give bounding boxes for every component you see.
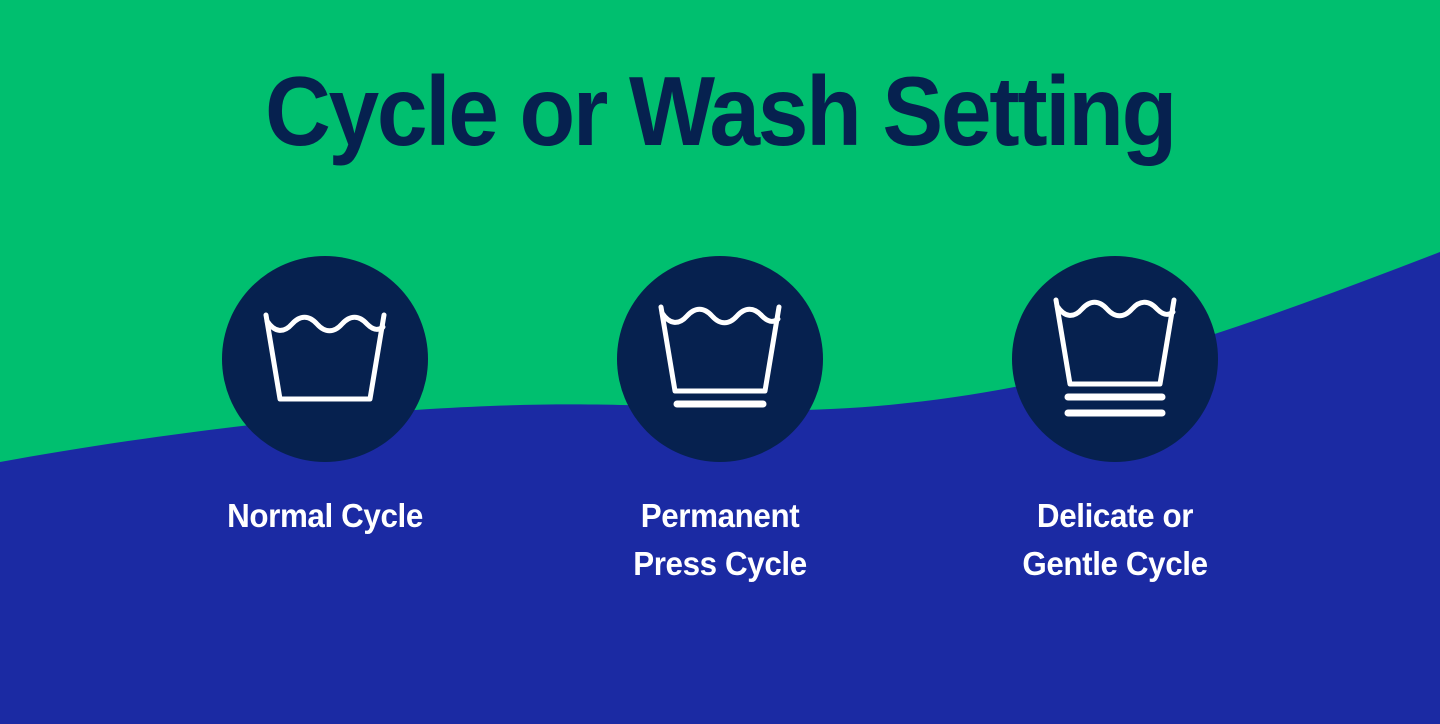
cycle-card-delicate-gentle[interactable]: Delicate or Gentle Cycle [965, 256, 1265, 588]
icon-circle-normal [222, 256, 428, 462]
icon-circle-delicate-gentle [1012, 256, 1218, 462]
label-line: Delicate or [1036, 497, 1194, 534]
label-line: Gentle Cycle [1022, 545, 1208, 582]
icon-circle-permanent-press [617, 256, 823, 462]
cycle-card-normal[interactable]: Normal Cycle [175, 256, 475, 540]
label-line: Press Cycle [633, 545, 807, 582]
cycle-card-label-delicate-gentle: Delicate or Gentle Cycle [973, 492, 1258, 588]
cycle-card-label-permanent-press: Permanent Press Cycle [578, 492, 863, 588]
label-line: Permanent [640, 497, 800, 534]
wash-tub-two-bars-icon [1053, 297, 1177, 417]
wash-tub-icon [263, 312, 387, 402]
wash-tub-one-bar-icon [658, 304, 782, 408]
label-line: Normal Cycle [227, 497, 423, 534]
cycle-card-permanent-press[interactable]: Permanent Press Cycle [570, 256, 870, 588]
page-title: Cycle or Wash Setting [264, 56, 1177, 166]
blue-wave-background [0, 252, 1440, 724]
cycle-card-list: Normal Cycle Permanent Press [0, 256, 1440, 616]
cycle-card-label-normal: Normal Cycle [183, 492, 468, 540]
